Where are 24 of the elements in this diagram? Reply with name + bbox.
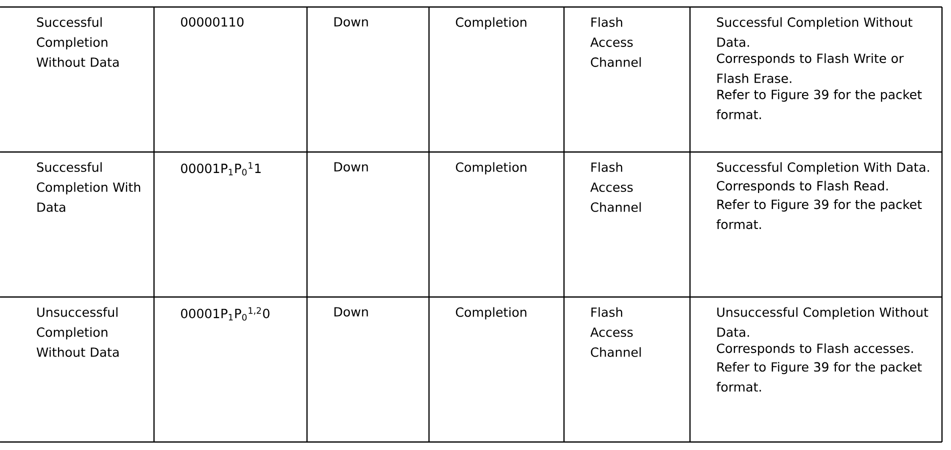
cell-text: Down bbox=[334, 307, 368, 317]
cell-text: Completion bbox=[456, 307, 526, 320]
cell-text: Refer to Figure 39 for the packet format. bbox=[716, 90, 922, 120]
cell-text: Corresponds to Flash accesses. bbox=[716, 343, 913, 356]
cell-text: Refer to Figure 39 for the packet format. bbox=[716, 199, 922, 230]
cell-text: 00001P$_{1}$P$_{0}$$^{1}$1 bbox=[181, 162, 261, 176]
cell-text: 00000110 bbox=[181, 17, 244, 27]
cell-text: Unsuccessful Completion Without Data bbox=[36, 307, 119, 357]
cell-text: Successful Completion With Data bbox=[36, 162, 140, 212]
cell-text: Flash Access Channel bbox=[590, 162, 641, 212]
cell-text: Successful Completion Without Data bbox=[36, 17, 119, 67]
cell-text: Corresponds to Flash Read. bbox=[716, 180, 888, 193]
cell-text: Flash Access Channel bbox=[590, 17, 641, 67]
cell-text: Completion bbox=[456, 17, 526, 30]
cell-text: Successful Completion Without Data. bbox=[717, 17, 912, 47]
cell-text: Down bbox=[334, 17, 368, 27]
cell-text: Completion bbox=[456, 162, 526, 174]
cell-text: Successful Completion With Data. bbox=[717, 162, 929, 174]
cell-text: Down bbox=[334, 162, 368, 172]
cell-text: Corresponds to Flash Write or Flash Erase. bbox=[716, 53, 904, 84]
cell-text: Flash Access Channel bbox=[590, 307, 641, 357]
cell-text: Unsuccessful Completion Without Data. bbox=[717, 307, 928, 337]
cell-text: Refer to Figure 39 for the packet format. bbox=[716, 362, 922, 392]
cell-text: 00001P$_{1}$P$_{0}$$^{1,2}$0 bbox=[181, 307, 270, 321]
